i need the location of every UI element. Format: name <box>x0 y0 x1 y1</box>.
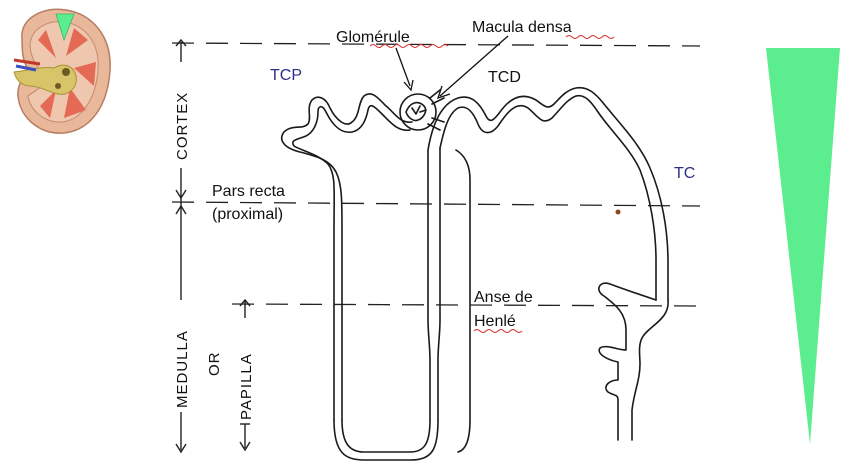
kidney-cross-section-icon <box>10 6 120 138</box>
label-tcd: TCD <box>488 69 521 86</box>
axis-label-cortex: CORTEX <box>174 92 191 160</box>
axis-label-or: OR <box>206 352 223 377</box>
pointer-arrow-glomerule <box>396 48 413 90</box>
pointer-arrow-macula-densa <box>438 36 508 98</box>
axis-label-medulla: MEDULLA <box>174 330 191 408</box>
label-glomerule: Glomérule <box>336 29 410 46</box>
axis-label-papilla: PAPILLA <box>238 353 255 420</box>
label-tcp: TCP <box>270 67 302 84</box>
papilla-boundary <box>232 304 700 306</box>
gradient-wedge-icon <box>766 48 840 444</box>
label-anse-de: Anse de <box>474 289 533 306</box>
ink-mark <box>616 210 621 215</box>
label-proximal: (proximal) <box>212 206 283 223</box>
label-macula-densa: Macula densa <box>472 19 572 36</box>
nephron-tubule <box>282 88 668 460</box>
label-tc: TC <box>674 165 695 182</box>
squiggle-macula-densa <box>566 36 614 39</box>
label-henle: Henlé <box>474 313 516 330</box>
label-pars-recta: Pars recta <box>212 183 285 200</box>
